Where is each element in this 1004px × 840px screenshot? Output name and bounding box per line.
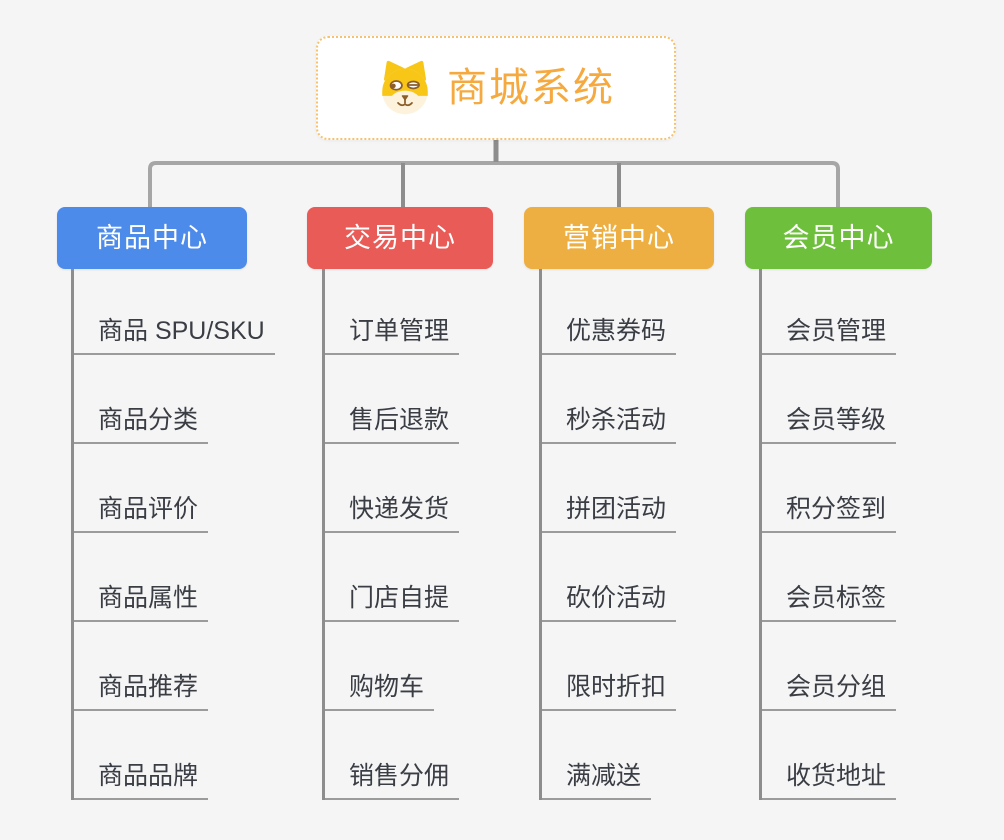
leaf-topic[interactable]: 购物车 bbox=[322, 675, 435, 711]
column-trunk-line bbox=[322, 269, 325, 800]
leaf-row: 商品评价 bbox=[71, 444, 275, 533]
leaf-row: 商品分类 bbox=[71, 355, 275, 444]
leaf-row: 订单管理 bbox=[322, 266, 460, 355]
branch-column-member: 会员管理 会员等级 积分签到 会员标签 会员分组 收货地址 bbox=[759, 266, 897, 800]
leaf-topic[interactable]: 商品分类 bbox=[71, 408, 209, 444]
leaf-row: 商品属性 bbox=[71, 533, 275, 622]
root-node[interactable]: 商城系统 bbox=[316, 36, 676, 140]
branch-column-marketing: 优惠券码 秒杀活动 拼团活动 砍价活动 限时折扣 满减送 bbox=[539, 266, 677, 800]
leaf-row: 限时折扣 bbox=[539, 622, 677, 711]
leaf-row: 销售分佣 bbox=[322, 711, 460, 800]
leaf-topic[interactable]: 售后退款 bbox=[322, 408, 460, 444]
leaf-topic[interactable]: 拼团活动 bbox=[539, 497, 677, 533]
leaf-row: 售后退款 bbox=[322, 355, 460, 444]
leaf-row: 购物车 bbox=[322, 622, 459, 711]
branch-node-marketing-center[interactable]: 营销中心 bbox=[524, 207, 714, 269]
branch-node-product-center[interactable]: 商品中心 bbox=[57, 207, 247, 269]
leaf-topic[interactable]: 商品评价 bbox=[71, 497, 209, 533]
column-trunk-line bbox=[539, 269, 542, 800]
leaf-row: 优惠券码 bbox=[539, 266, 677, 355]
leaf-topic[interactable]: 会员标签 bbox=[759, 586, 897, 622]
leaf-topic[interactable]: 砍价活动 bbox=[539, 586, 677, 622]
column-trunk-line bbox=[71, 269, 74, 800]
leaf-row: 收货地址 bbox=[759, 711, 897, 800]
leaf-row: 会员等级 bbox=[759, 355, 897, 444]
leaf-topic[interactable]: 门店自提 bbox=[322, 586, 460, 622]
root-title: 商城系统 bbox=[447, 66, 615, 110]
leaf-topic[interactable]: 商品属性 bbox=[71, 586, 209, 622]
leaf-topic[interactable]: 商品推荐 bbox=[71, 675, 209, 711]
leaf-topic[interactable]: 积分签到 bbox=[759, 497, 897, 533]
leaf-row: 商品品牌 bbox=[71, 711, 275, 800]
branch-node-trade-center[interactable]: 交易中心 bbox=[307, 207, 493, 269]
leaf-row: 门店自提 bbox=[322, 533, 460, 622]
column-trunk-line bbox=[759, 269, 762, 800]
leaf-row: 满减送 bbox=[539, 711, 676, 800]
leaf-topic[interactable]: 秒杀活动 bbox=[539, 408, 677, 444]
branch-label: 营销中心 bbox=[563, 222, 675, 253]
branch-column-product: 商品 SPU/SKU 商品分类 商品评价 商品属性 商品推荐 商品品牌 bbox=[71, 266, 275, 800]
leaf-topic[interactable]: 收货地址 bbox=[759, 764, 897, 800]
leaf-row: 砍价活动 bbox=[539, 533, 677, 622]
leaf-topic[interactable]: 会员等级 bbox=[759, 408, 897, 444]
branch-label: 会员中心 bbox=[782, 222, 895, 253]
leaf-row: 会员管理 bbox=[759, 266, 897, 355]
leaf-topic[interactable]: 订单管理 bbox=[322, 319, 460, 355]
leaf-topic[interactable]: 销售分佣 bbox=[322, 764, 460, 800]
leaf-topic[interactable]: 商品 SPU/SKU bbox=[71, 319, 275, 355]
leaf-topic[interactable]: 限时折扣 bbox=[539, 675, 677, 711]
leaf-topic[interactable]: 会员分组 bbox=[759, 675, 897, 711]
leaf-row: 快递发货 bbox=[322, 444, 460, 533]
dog-face-icon bbox=[377, 60, 433, 116]
leaf-topic[interactable]: 商品品牌 bbox=[71, 764, 209, 800]
branch-column-trade: 订单管理 售后退款 快递发货 门店自提 购物车 销售分佣 bbox=[322, 266, 460, 800]
branch-node-member-center[interactable]: 会员中心 bbox=[745, 207, 932, 269]
leaf-topic[interactable]: 会员管理 bbox=[759, 319, 897, 355]
leaf-topic[interactable]: 满减送 bbox=[539, 764, 652, 800]
leaf-row: 商品 SPU/SKU bbox=[71, 266, 275, 355]
leaf-row: 商品推荐 bbox=[71, 622, 275, 711]
branch-label: 商品中心 bbox=[96, 222, 208, 253]
leaf-row: 拼团活动 bbox=[539, 444, 677, 533]
branch-label: 交易中心 bbox=[344, 222, 456, 253]
leaf-row: 秒杀活动 bbox=[539, 355, 677, 444]
leaf-row: 积分签到 bbox=[759, 444, 897, 533]
leaf-row: 会员标签 bbox=[759, 533, 897, 622]
leaf-row: 会员分组 bbox=[759, 622, 897, 711]
leaf-topic[interactable]: 优惠券码 bbox=[539, 319, 677, 355]
leaf-topic[interactable]: 快递发货 bbox=[322, 497, 460, 533]
